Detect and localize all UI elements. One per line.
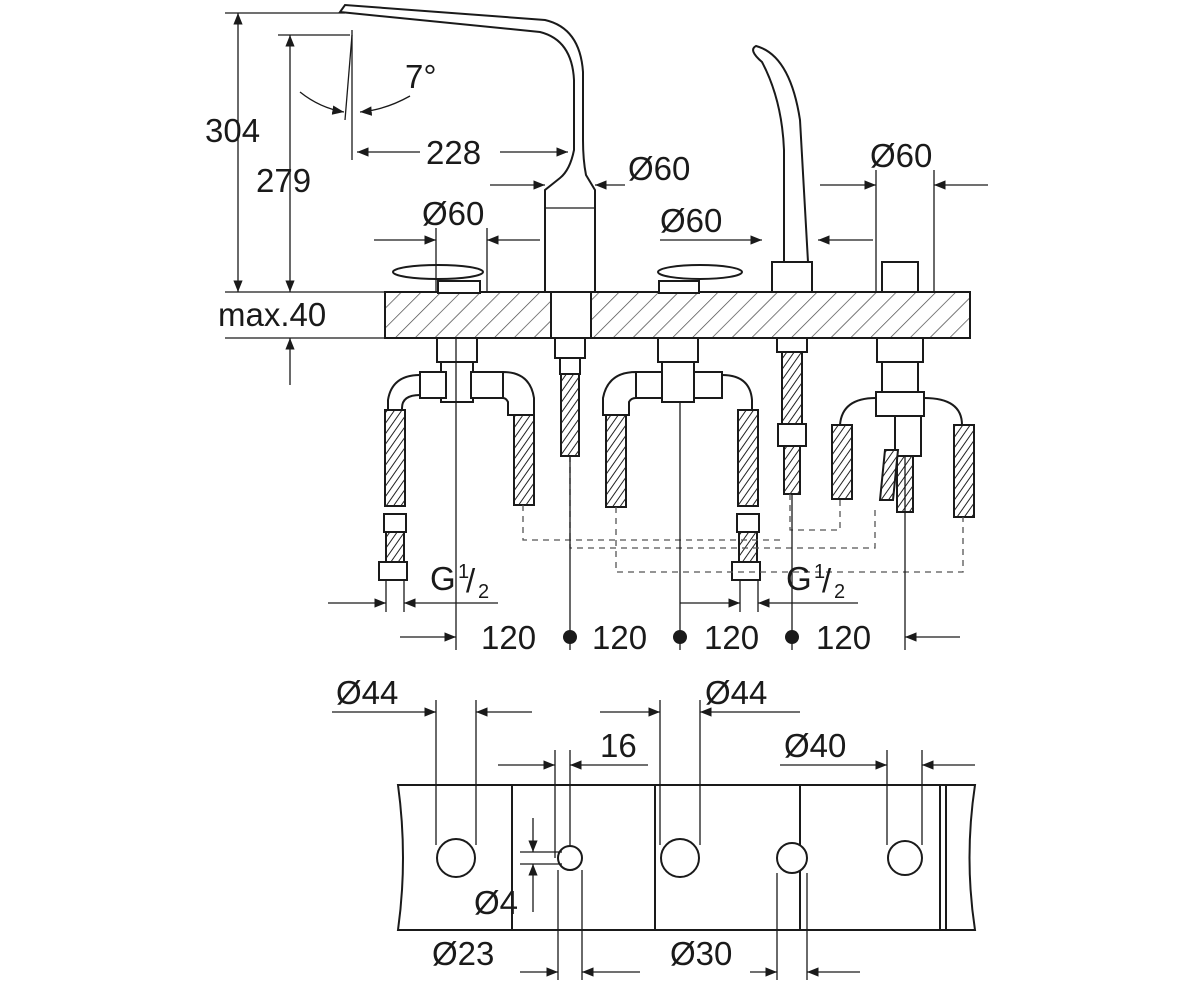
spacing-label-2: 120 [592,619,647,656]
height-total-label: 304 [205,112,260,149]
hole-middle-label: Ø44 [705,674,767,711]
cutout-hole-2 [557,845,583,871]
offset-label: 16 [600,727,637,764]
small-hole-label: Ø4 [474,884,518,921]
thread-right-label: G [786,560,812,597]
spacing-label-3: 120 [704,619,759,656]
spout-diameter-label: Ø60 [628,150,690,187]
left-handle-diameter-label: Ø60 [422,195,484,232]
thread-right-num: 1 [814,561,825,583]
cutout-labels: Ø44 Ø44 16 Ø40 Ø4 Ø23 Ø30 [336,674,846,972]
cutout-hole-5 [887,840,923,876]
deck-thickness-label: max.40 [218,296,326,333]
height-spout-label: 279 [256,162,311,199]
spacing-dot-3 [785,630,799,644]
thread-left-slash: / [466,562,476,599]
hole-right-label: Ø40 [784,727,846,764]
spacing-label-1: 120 [481,619,536,656]
dimension-labels: 304 279 7° 228 Ø60 Ø60 Ø60 Ø60 max.40 G … [205,58,932,656]
thread-left-label: G [430,560,456,597]
cutout-plan [332,700,977,980]
middle-valve [602,264,761,581]
thread-left-den: 2 [478,581,489,603]
hand-shower [752,44,813,495]
angle-label: 7° [405,58,437,95]
thread-right-slash: / [822,562,832,599]
diverter-diameter-label: Ø60 [870,137,932,174]
right-handle-diameter-label: Ø60 [660,202,722,239]
cutout-hole-3 [660,838,700,878]
diverter [831,261,975,518]
dimension-lines [225,12,988,650]
hole-left-label: Ø44 [336,674,398,711]
hole-30-label: Ø30 [670,935,732,972]
deck-section [384,291,971,339]
hole-23-label: Ø23 [432,935,494,972]
reach-label: 228 [426,134,481,171]
cutout-hole-1 [436,838,476,878]
spacing-dot-1 [563,630,577,644]
thread-left-num: 1 [458,561,469,583]
spacing-dot-2 [673,630,687,644]
cutout-hole-4 [776,842,808,874]
thread-right-den: 2 [834,581,845,603]
spacing-label-4: 120 [816,619,871,656]
left-valve [378,264,535,581]
